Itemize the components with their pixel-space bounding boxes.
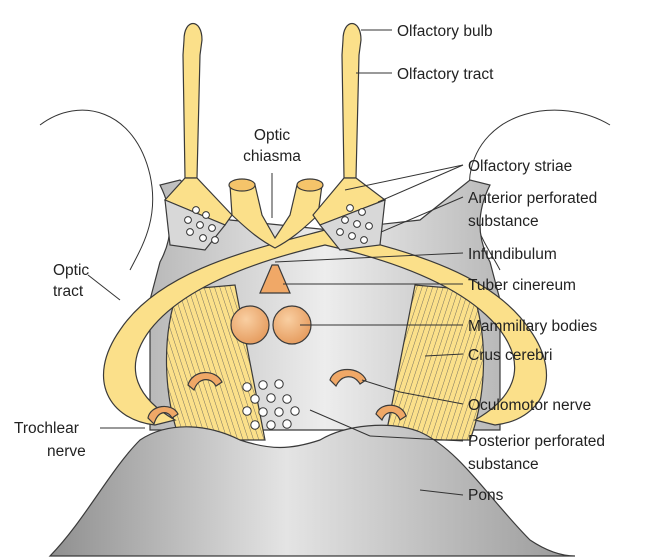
label-posterior-perforated-line2: substance [468, 456, 539, 473]
label-optic-chiasma-line2: chiasma [243, 148, 301, 165]
label-olfactory-striae: Olfactory striae [468, 158, 572, 175]
label-olfactory-bulb: Olfactory bulb [397, 23, 493, 40]
label-olfactory-tract: Olfactory tract [397, 66, 494, 83]
left-olfactory-tract [183, 24, 202, 179]
label-mammillary-bodies: Mammillary bodies [468, 318, 597, 335]
left-mammillary-body [231, 306, 269, 344]
left-temporal-outline [40, 110, 153, 270]
label-optic-tract-line2: tract [53, 283, 84, 300]
label-oculomotor-nerve: Oculomotor nerve [468, 397, 591, 414]
right-optic-nerve-stump [297, 179, 323, 191]
label-pons: Pons [468, 487, 504, 504]
label-optic-chiasma-line1: Optic [254, 127, 290, 144]
label-tuber-cinereum: Tuber cinereum [468, 277, 576, 294]
label-optic-tract-line1: Optic [53, 262, 89, 279]
label-anterior-perforated-line1: Anterior perforated [468, 190, 597, 207]
label-trochlear-nerve-line2: nerve [47, 443, 86, 460]
left-optic-nerve-stump [229, 179, 255, 191]
label-trochlear-nerve-line1: Trochlear [14, 420, 79, 437]
label-anterior-perforated-line2: substance [468, 213, 539, 230]
label-crus-cerebri: Crus cerebri [468, 347, 552, 364]
right-olfactory-tract [342, 24, 361, 179]
label-posterior-perforated-line1: Posterior perforated [468, 433, 605, 450]
label-infundibulum: Infundibulum [468, 246, 557, 263]
